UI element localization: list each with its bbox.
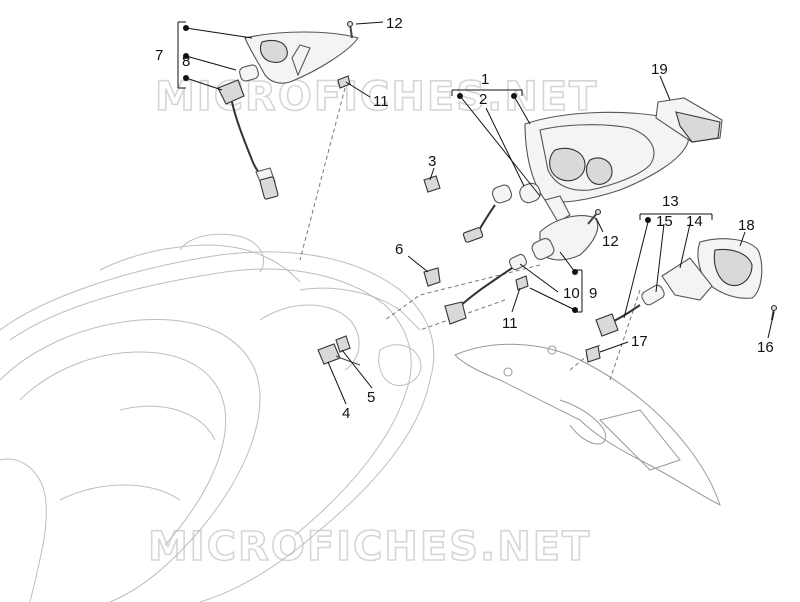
callout-14: 14 [686,213,703,230]
callout-18: 18 [738,217,755,234]
rear-side-light [697,238,763,299]
tail-light-bulbs [462,182,541,243]
side-light-housing [661,257,713,301]
callout-10: 10 [563,285,580,302]
callout-12-middle: 12 [602,233,619,250]
callout-16: 16 [757,339,774,356]
screw-top [346,20,354,39]
callout-15: 15 [656,213,673,230]
front-indicator [244,31,359,84]
scooter-body-outline [0,233,435,602]
indicator-socket-cable [217,79,279,200]
license-plate-light [444,215,599,325]
body-connector [317,335,361,366]
callout-7: 7 [155,47,163,64]
indicator-bulb [239,64,259,82]
callout-11-top: 11 [373,93,389,110]
clip-17 [585,345,601,363]
socket-3 [423,175,441,193]
callout-17: 17 [631,333,648,350]
callout-1: 1 [481,71,489,88]
watermark-bottom: MICROFICHES.NET [148,524,591,570]
callout-2: 2 [479,91,487,108]
screw-middle [587,208,602,225]
reflector [655,97,723,143]
leader-lines [177,21,775,405]
tail-light [524,111,689,223]
callout-9: 9 [589,285,597,302]
callout-11-middle: 11 [502,315,518,332]
bullet-dots [183,25,651,313]
callout-labels: 7 8 12 11 1 2 19 3 13 15 14 18 12 6 10 9… [155,15,774,422]
callout-13: 13 [662,193,679,210]
side-light-bulb [595,284,665,337]
rear-fender [454,343,721,506]
callout-3: 3 [428,153,436,170]
callout-5: 5 [367,389,375,406]
callout-8: 8 [182,53,190,70]
callout-4: 4 [342,405,350,422]
callout-6: 6 [395,241,403,258]
clip-6 [423,267,441,287]
callout-19: 19 [651,61,668,78]
callout-12-top: 12 [386,15,403,32]
